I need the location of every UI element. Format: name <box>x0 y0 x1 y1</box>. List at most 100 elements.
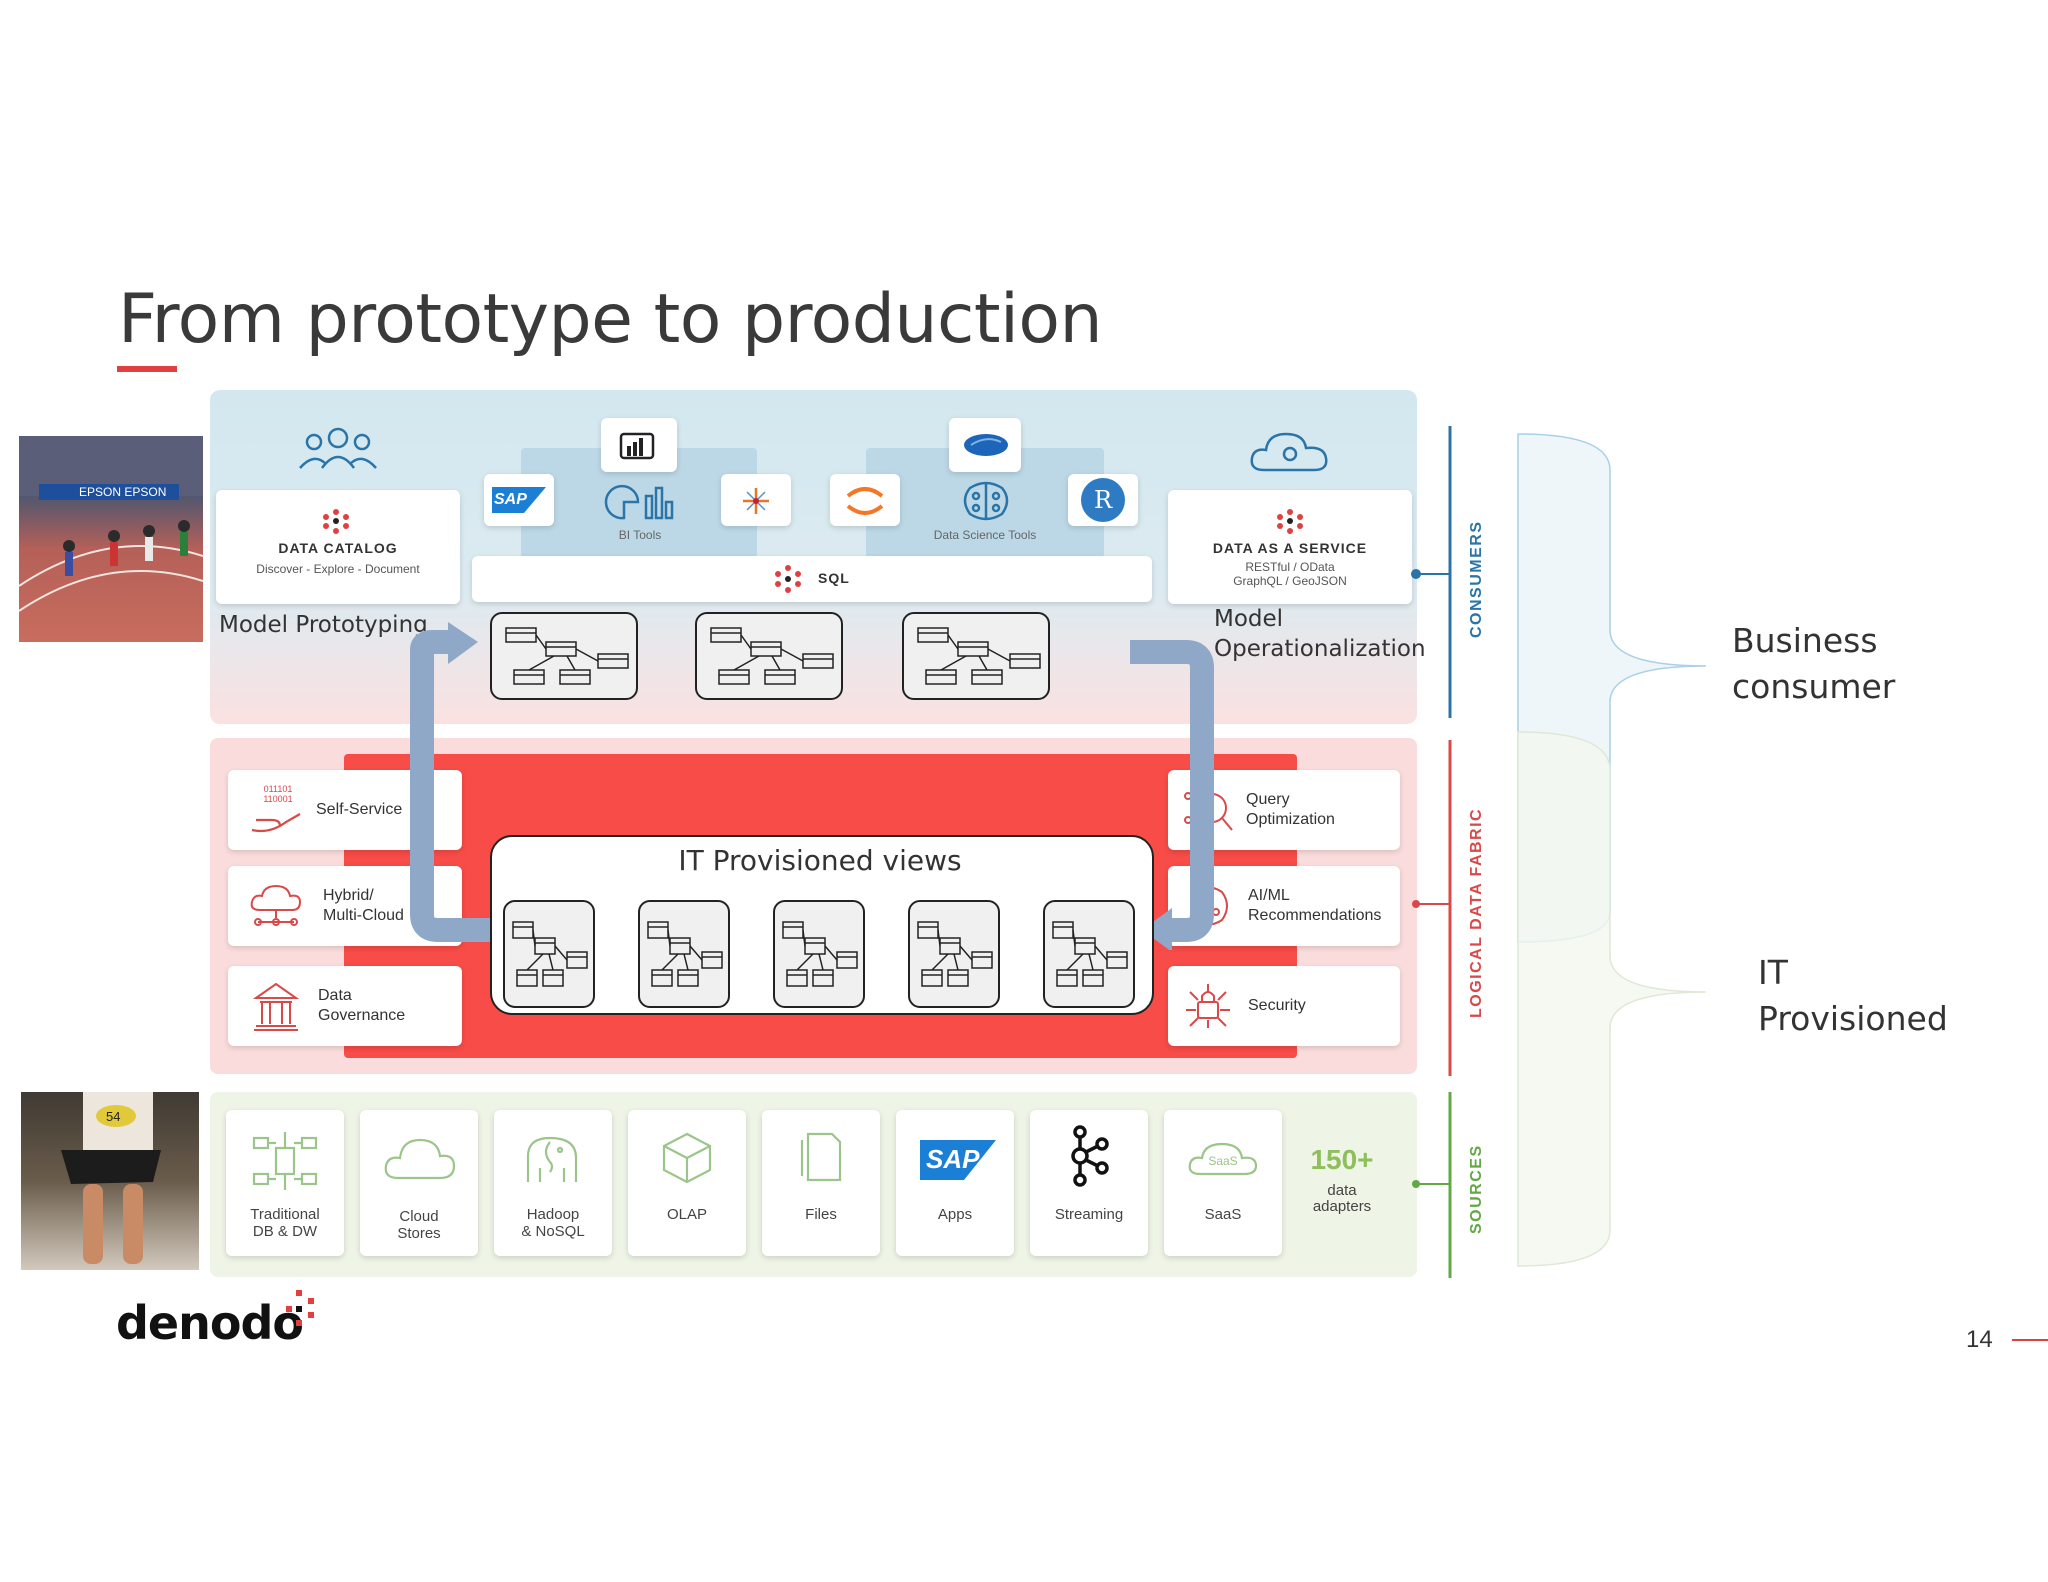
hand-icon <box>250 806 306 841</box>
source-files[interactable]: Files <box>762 1110 880 1256</box>
binary-text: 011101 110001 <box>263 784 293 804</box>
people-group-icon <box>296 424 380 477</box>
table-diagram-icon <box>505 627 629 685</box>
sap-logo-icon <box>492 487 546 518</box>
sap-tool-card[interactable]: SAP <box>484 474 554 526</box>
source-saas[interactable]: SaaS SaaS <box>1164 1110 1282 1256</box>
hybrid-label-line1: Hybrid/ <box>323 887 374 904</box>
daas-title: DATA AS A SERVICE <box>1212 540 1368 556</box>
table-diagram-icon <box>917 921 993 987</box>
source-hadoop-nosql[interactable]: Hadoop & NoSQL <box>494 1110 612 1256</box>
prototype-to-production-arrows <box>410 622 1214 950</box>
svg-text:EPSON EPSON: EPSON EPSON <box>79 485 166 499</box>
jupyter-card[interactable] <box>830 474 900 526</box>
prototype-view-3 <box>902 612 1050 700</box>
query-label-line1: Query <box>1246 791 1290 808</box>
r-card[interactable]: R <box>1068 474 1138 526</box>
source-label-line1: Cloud <box>399 1208 439 1225</box>
bi-tools-label: BI Tools <box>618 528 662 542</box>
query-label-line2: Optimization <box>1246 811 1335 828</box>
runner-photo: 54 <box>21 1092 199 1270</box>
it-provisioned-brace <box>1517 731 1707 1267</box>
table-diagram-icon <box>917 627 1041 685</box>
denodo-logo: denodo <box>116 1290 314 1350</box>
source-streaming[interactable]: Streaming <box>1030 1110 1148 1256</box>
cloud-icon <box>382 1134 456 1189</box>
cloud-network-icon <box>248 884 304 933</box>
brain-icon <box>958 480 1014 529</box>
cloud-gear-icon <box>1248 428 1332 481</box>
source-label-line1: Hadoop <box>526 1206 580 1223</box>
security-label: Security <box>1248 997 1306 1014</box>
sap-label: SAP <box>494 491 527 508</box>
provisioned-view-4 <box>908 900 1000 1008</box>
sap-logo-icon <box>920 1140 996 1185</box>
logo-text: denodo <box>116 1296 304 1350</box>
azure-ml-icon <box>961 430 1011 465</box>
data-governance-card[interactable]: Data Governance <box>228 966 462 1046</box>
source-label-line1: Streaming <box>1054 1206 1124 1223</box>
aiml-label-line2: Recommendations <box>1248 907 1382 924</box>
saas-icon-text: SaaS <box>1208 1154 1238 1168</box>
down-arrow-head <box>1142 908 1172 950</box>
table-diagram-icon <box>710 627 834 685</box>
power-bi-card[interactable] <box>601 418 677 472</box>
up-arrow <box>410 630 494 942</box>
elephant-icon <box>520 1132 584 1191</box>
data-catalog-card[interactable]: DATA CATALOG Discover - Explore - Docume… <box>216 490 460 604</box>
denodo-dots-icon <box>316 508 356 539</box>
security-card[interactable]: Security <box>1168 966 1400 1046</box>
page-number: 14 <box>1966 1326 1993 1353</box>
source-olap[interactable]: OLAP <box>628 1110 746 1256</box>
kafka-icon <box>1066 1124 1112 1193</box>
source-cloud-stores[interactable]: Cloud Stores <box>360 1110 478 1256</box>
slide-title: From prototype to production <box>118 280 1103 359</box>
daas-line2: GraphQL / GeoJSON <box>1233 574 1347 588</box>
cube-icon <box>660 1130 714 1189</box>
ml-service-card[interactable] <box>949 418 1021 472</box>
page-number-rule <box>2012 1339 2048 1341</box>
it-provisioned-label-line1: IT <box>1758 953 1788 992</box>
saas-cloud-icon <box>1186 1142 1260 1183</box>
table-diagram-icon <box>782 921 858 987</box>
data-catalog-subtitle: Discover - Explore - Document <box>256 562 420 576</box>
governance-label-line1: Data <box>318 987 352 1004</box>
source-apps[interactable]: SAP Apps <box>896 1110 1014 1256</box>
data-catalog-title: DATA CATALOG <box>278 540 398 556</box>
tableau-card[interactable] <box>721 474 791 526</box>
business-consumer-label-line1: Business <box>1732 621 1878 660</box>
sources-side-label: SOURCES <box>1468 1144 1485 1234</box>
prototype-view-1 <box>490 612 638 700</box>
sql-label: SQL <box>818 570 850 586</box>
provisioned-view-2 <box>638 900 730 1008</box>
database-network-icon <box>250 1126 320 1201</box>
adapters-label-line2: adapters <box>1312 1198 1372 1215</box>
daas-line1: RESTful / OData <box>1245 560 1335 574</box>
bi-chart-icon <box>604 482 676 527</box>
government-building-icon <box>252 980 300 1037</box>
sql-bar[interactable]: SQL <box>472 556 1152 602</box>
security-lock-icon <box>1182 980 1234 1037</box>
r-logo-icon: R <box>1081 478 1125 522</box>
down-arrow <box>1130 640 1214 942</box>
denodo-dots-icon <box>770 564 806 599</box>
source-label-line2: Stores <box>397 1225 441 1242</box>
model-operationalization-line2: Operationalization <box>1214 636 1426 662</box>
model-operationalization-line1: Model <box>1214 606 1284 632</box>
business-consumer-label-line2: consumer <box>1732 667 1896 706</box>
data-science-tools-label: Data Science Tools <box>933 528 1037 542</box>
consumers-side-label: CONSUMERS <box>1468 520 1485 638</box>
source-label-line1: SaaS <box>1204 1206 1242 1223</box>
source-label-line2: DB & DW <box>252 1223 318 1240</box>
governance-label-line2: Governance <box>318 1007 406 1024</box>
hybrid-label-line2: Multi-Cloud <box>323 907 404 924</box>
svg-text:54: 54 <box>106 1109 120 1124</box>
it-provisioned-label-line2: Provisioned <box>1758 999 1948 1038</box>
audience-braces <box>1517 433 1707 1267</box>
denodo-dots-icon <box>1270 508 1310 539</box>
model-prototyping-label: Model Prototyping <box>219 612 428 638</box>
source-traditional-db[interactable]: Traditional DB & DW <box>226 1110 344 1256</box>
sap-text: SAP <box>926 1144 980 1174</box>
data-as-a-service-card[interactable]: DATA AS A SERVICE RESTful / OData GraphQ… <box>1168 490 1412 604</box>
layer-bracket-lines <box>1411 426 1452 1278</box>
